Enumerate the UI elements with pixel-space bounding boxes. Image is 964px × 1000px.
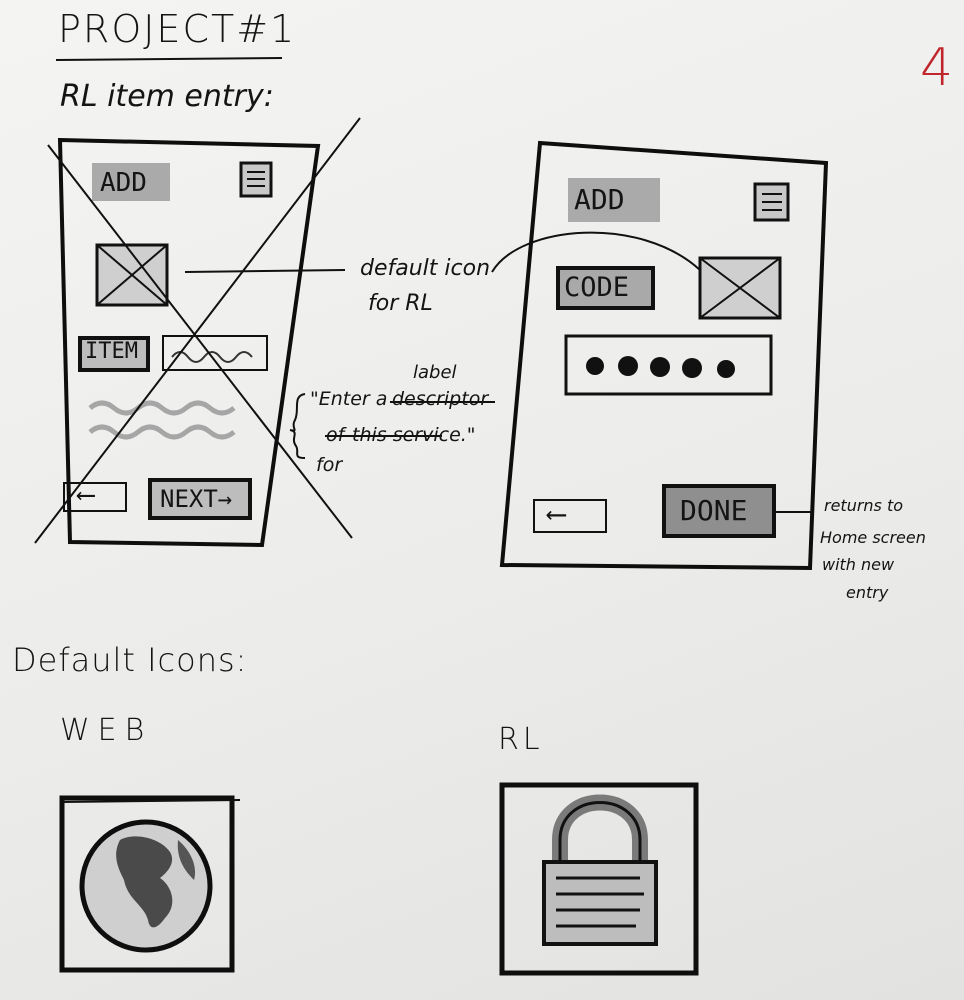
left-text-squiggle-2 bbox=[88, 424, 236, 440]
annotation-default-icon-2: for RL bbox=[368, 291, 433, 316]
annotation-default-icon-1: default icon bbox=[360, 256, 491, 281]
left-next-button[interactable]: NEXT→ bbox=[160, 485, 233, 513]
left-item-input bbox=[162, 335, 268, 371]
annotation-label-insert: label bbox=[413, 362, 457, 383]
left-crossout-x bbox=[34, 117, 361, 544]
rl-lock-icon bbox=[499, 782, 699, 976]
right-back-button[interactable]: ⟵ bbox=[548, 497, 565, 530]
left-item-button[interactable]: ITEM bbox=[85, 339, 138, 364]
left-placeholder-image-icon bbox=[95, 243, 169, 307]
right-phone-frame bbox=[499, 140, 829, 571]
right-done-button-shape bbox=[662, 484, 776, 538]
right-add-shade bbox=[568, 178, 660, 222]
right-back-button-shape bbox=[533, 499, 607, 533]
title-underline bbox=[55, 57, 283, 61]
right-password-dots bbox=[586, 356, 735, 378]
left-phone-frame bbox=[57, 137, 321, 548]
connector-left-icon bbox=[184, 269, 346, 273]
annotation-returns-3: with new bbox=[822, 555, 895, 574]
page-number: 4 bbox=[920, 38, 954, 98]
connector-right-icon bbox=[491, 231, 701, 273]
annotation-of: of bbox=[326, 424, 345, 446]
right-code-button-shape bbox=[556, 266, 655, 310]
left-add-shade bbox=[92, 163, 170, 201]
web-label: WEB bbox=[60, 713, 153, 748]
right-default-icon bbox=[698, 256, 782, 320]
default-icons-heading: Default Icons: bbox=[12, 641, 248, 679]
left-back-button-shape bbox=[63, 482, 127, 512]
section-subtitle: RL item entry: bbox=[60, 79, 274, 114]
rl-label: RL bbox=[498, 722, 544, 757]
web-globe-icon bbox=[59, 795, 241, 973]
left-add-label: ADD bbox=[100, 168, 147, 198]
left-back-button[interactable]: ⟵ bbox=[78, 480, 94, 510]
annotation-returns-4: entry bbox=[846, 583, 889, 602]
right-code-button[interactable]: CODE bbox=[564, 272, 630, 303]
left-text-squiggle-1 bbox=[88, 400, 236, 416]
annotation-enter-a: "Enter a bbox=[310, 388, 388, 410]
right-add-label: ADD bbox=[574, 183, 625, 216]
annotation-for: for bbox=[316, 454, 343, 476]
annotation-this-service: this service." bbox=[352, 424, 476, 446]
annotation-returns-2: Home screen bbox=[820, 528, 926, 547]
left-menu-icon bbox=[239, 161, 273, 198]
annotation-brace bbox=[289, 393, 306, 459]
right-done-button[interactable]: DONE bbox=[680, 494, 748, 527]
right-code-input bbox=[564, 334, 773, 396]
left-item-button-shape bbox=[78, 336, 150, 372]
annotation-returns-1: returns to bbox=[824, 496, 904, 515]
annotation-descriptor: descriptor bbox=[392, 388, 489, 410]
right-menu-icon bbox=[753, 182, 790, 222]
project-title: PROJECT#1 bbox=[58, 7, 297, 51]
left-next-button-shape bbox=[148, 478, 252, 520]
